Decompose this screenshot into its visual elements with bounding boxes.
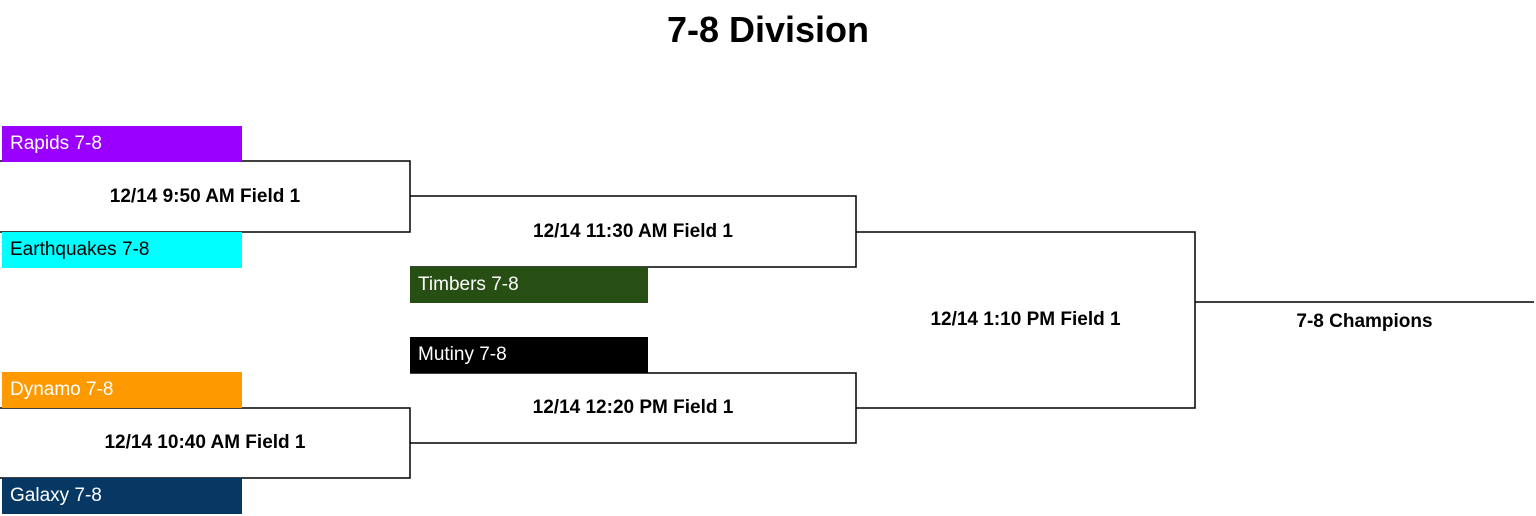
game-label-final: 12/14 1:10 PM Field 1 — [930, 309, 1121, 330]
bracket-connector-final — [856, 231, 1196, 409]
team-earthquakes: Earthquakes 7-8 — [2, 232, 242, 268]
team-mutiny: Mutiny 7-8 — [410, 337, 648, 373]
team-dynamo: Dynamo 7-8 — [2, 372, 242, 408]
division-title: 7-8 Division — [666, 9, 870, 50]
game-label-game1: 12/14 9:50 AM Field 1 — [109, 186, 301, 207]
game-label-game3: 12/14 11:30 AM Field 1 — [533, 221, 733, 242]
game-label-game4: 12/14 12:20 PM Field 1 — [532, 397, 734, 418]
team-timbers: Timbers 7-8 — [410, 267, 648, 303]
team-rapids: Rapids 7-8 — [2, 126, 242, 162]
game-label-game2: 12/14 10:40 AM Field 1 — [104, 432, 306, 453]
team-galaxy: Galaxy 7-8 — [2, 478, 242, 514]
champion-label: 7-8 Champions — [1296, 311, 1433, 332]
